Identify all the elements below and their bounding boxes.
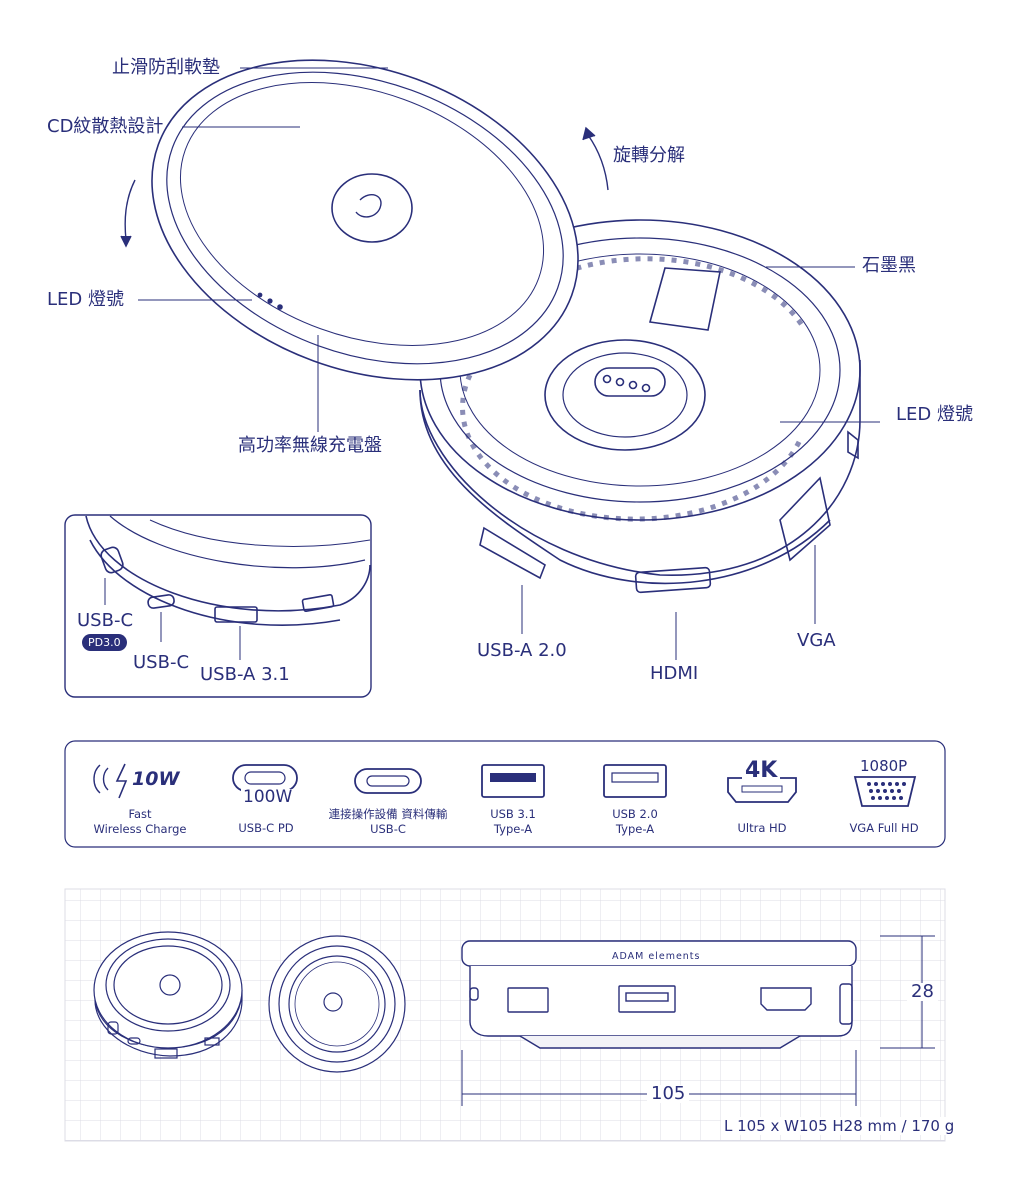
usb-c-100w-text: 100W — [241, 787, 295, 807]
hub-led-ring — [460, 256, 808, 522]
callout-graphite-black: 石墨黑 — [862, 255, 916, 276]
feature-bar — [64, 740, 946, 848]
callout-cd-heat-design: CD紋散熱設計 — [47, 116, 164, 137]
brand-logo-text: ADAM elements — [612, 951, 701, 962]
length-dimension: 105 — [647, 1085, 690, 1103]
callout-led-right: LED 燈號 — [896, 404, 973, 425]
callout-rotate-detach: 旋轉分解 — [613, 145, 685, 166]
size-weight-spec: L 105 x W105 H28 mm / 170 g — [721, 1117, 958, 1135]
feature-label-vga: VGA Full HD — [849, 821, 919, 835]
rotation-arrows — [120, 126, 609, 248]
pd30-badge: PD3.0 — [82, 634, 127, 652]
inset-usbc-label: USB-C — [133, 652, 190, 673]
callout-led-left: LED 燈號 — [47, 289, 124, 310]
callout-vga: VGA — [797, 630, 836, 651]
side-ports-inset — [64, 514, 372, 698]
wireless-10w-text: 10W — [132, 768, 180, 790]
front-side-view — [461, 940, 857, 1049]
callout-hdmi: HDMI — [650, 663, 699, 684]
small-iso-view — [93, 931, 243, 1059]
inset-usbc-pd-label: USB-C — [77, 610, 134, 631]
hdmi-4k-text: 4K — [742, 760, 781, 782]
callout-non-slip-pad: 止滑防刮軟墊 — [112, 57, 220, 78]
feature-label-hdmi: Ultra HD — [737, 821, 787, 835]
vga-1080p-text: 1080P — [860, 757, 908, 775]
small-top-view — [268, 935, 406, 1073]
callout-wireless-pad: 高功率無線充電盤 — [238, 435, 382, 456]
vga-pins — [867, 782, 906, 800]
wireless-lid-drawing — [151, 59, 579, 381]
inset-usba31-label: USB-A 3.1 — [200, 664, 290, 685]
feature-label-usbc-pd: USB-C PD — [238, 821, 294, 835]
callout-leader-lines — [138, 67, 880, 660]
height-dimension: 28 — [907, 983, 938, 1001]
callout-usb-a-20: USB-A 2.0 — [477, 640, 567, 661]
